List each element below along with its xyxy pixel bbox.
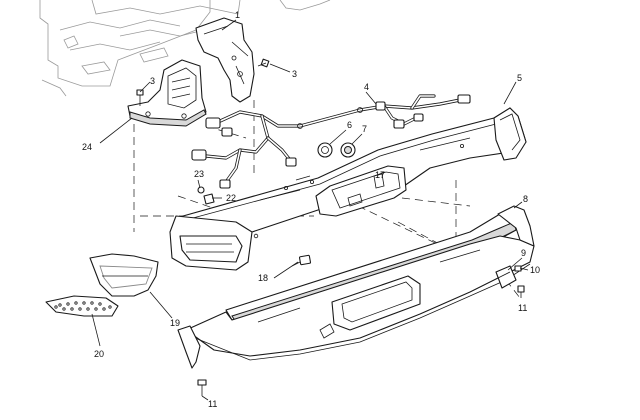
callout-11-bottom: 11: [208, 399, 217, 409]
callout-17: 17: [375, 170, 385, 180]
callout-3-right: 3: [292, 69, 297, 79]
callout-11-right: 11: [518, 303, 527, 313]
callout-4: 4: [364, 82, 369, 92]
park-assist-sensor-7: [340, 142, 356, 158]
callout-8: 8: [523, 194, 528, 204]
wiring-harness: [191, 94, 471, 189]
lower-step-bumper: [177, 205, 535, 369]
leader-lines: [91, 19, 529, 401]
callout-6: 6: [347, 120, 352, 130]
frame-bracket: [127, 59, 207, 127]
callout-3-left: 3: [150, 76, 155, 86]
callout-5: 5: [517, 73, 522, 83]
small-nut-10: [514, 265, 522, 272]
callout-10: 10: [530, 265, 540, 275]
bolt-11-bottom: [197, 379, 207, 396]
callout-19: 19: [170, 318, 180, 328]
callout-1: 1: [235, 10, 240, 20]
bumper-end-cap-19: [89, 253, 159, 297]
step-pad-20: [45, 295, 119, 317]
callout-9: 9: [521, 248, 526, 258]
callout-24: 24: [82, 142, 92, 152]
callout-labels: 1 3 3 4 5 6 7 8 9 10 11 11 17 18 19 20 2…: [82, 10, 540, 409]
callout-18: 18: [258, 273, 268, 283]
rear-bumper-bar: [169, 107, 527, 271]
park-assist-sensor-6: [317, 142, 333, 158]
callout-20: 20: [94, 349, 104, 359]
fastener-22: [203, 193, 215, 205]
bolt-left: [136, 89, 144, 106]
fastener-23: [197, 186, 205, 194]
callout-23: 23: [194, 169, 204, 179]
callout-22: 22: [226, 193, 236, 203]
right-end-bracket: [495, 265, 517, 289]
bolt-right: [257, 58, 270, 68]
upper-mounting-bracket: [195, 17, 255, 103]
bolt-11-right: [517, 285, 525, 293]
callout-7: 7: [362, 124, 367, 134]
